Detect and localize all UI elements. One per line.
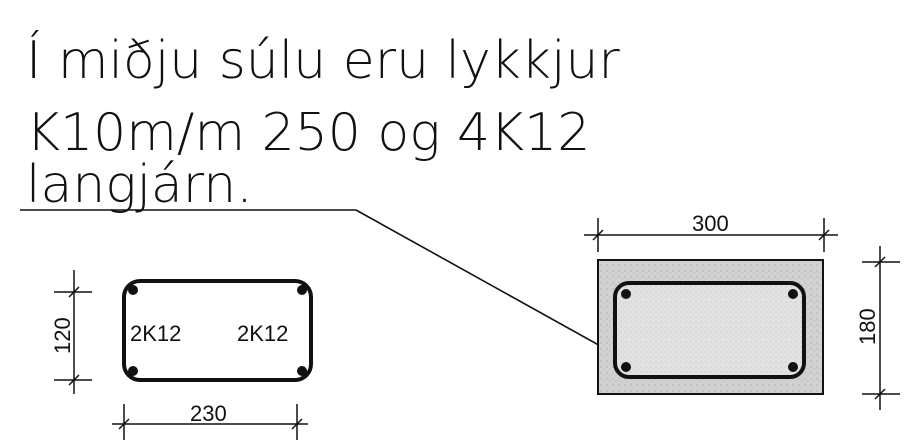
leader-line bbox=[20, 209, 641, 369]
large-height-label: 180 bbox=[855, 308, 880, 345]
note-line-2: K10m/m 250 og 4K12 bbox=[26, 103, 590, 163]
large-height-dimension bbox=[862, 246, 900, 410]
large-stirrup bbox=[613, 281, 806, 379]
rebar-dot bbox=[128, 366, 138, 376]
left-bars-label: 2K12 bbox=[130, 321, 181, 346]
rebar-dot bbox=[621, 289, 631, 299]
small-height-label: 120 bbox=[50, 317, 75, 354]
large-section: 300 180 bbox=[584, 211, 900, 410]
large-width-dimension bbox=[584, 218, 838, 252]
rebar-dot bbox=[788, 289, 798, 299]
right-bars-label: 2K12 bbox=[237, 321, 288, 346]
small-width-label: 230 bbox=[190, 401, 227, 426]
rebar-dot bbox=[621, 362, 631, 372]
small-width-dimension bbox=[112, 404, 308, 440]
rebar-dot bbox=[788, 362, 798, 372]
note-line-3: langjárn. bbox=[26, 155, 253, 215]
rebar-dot bbox=[128, 285, 138, 295]
rebar-dot bbox=[297, 285, 307, 295]
small-height-dimension bbox=[54, 270, 92, 394]
small-stirrup bbox=[122, 279, 313, 382]
rebar-dot bbox=[297, 366, 307, 376]
note-line-1: Í miðju súlu eru lykkjur bbox=[26, 30, 620, 91]
small-section: 2K12 2K12 230 120 bbox=[50, 270, 313, 440]
large-width-label: 300 bbox=[692, 211, 729, 236]
